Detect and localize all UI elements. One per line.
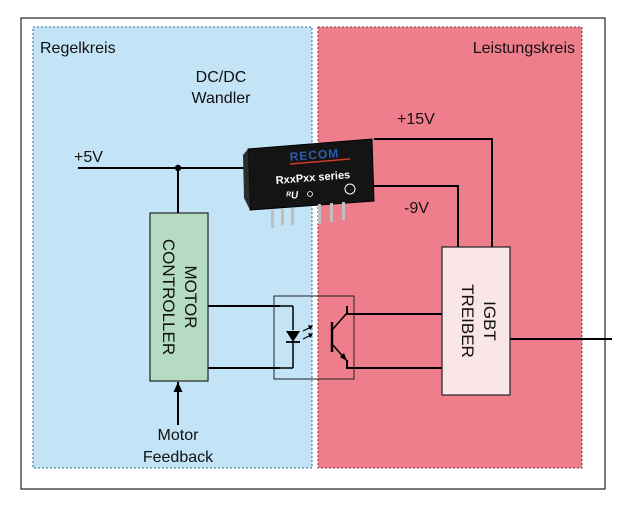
igbt-driver-line1: IGBT bbox=[480, 301, 499, 341]
motor-controller-line2: CONTROLLER bbox=[159, 239, 178, 355]
converter-pin bbox=[330, 203, 333, 222]
converter-series-label: RxxPxx series bbox=[275, 169, 350, 187]
converter-title-line1: DC/DC bbox=[196, 69, 247, 86]
igbt-driver-block bbox=[441, 246, 511, 396]
converter-pin bbox=[271, 210, 274, 228]
optocoupler-emitter-wire bbox=[346, 360, 442, 369]
feedback-label-line2: Feedback bbox=[143, 449, 214, 466]
ul-cert-mark: ᴿU bbox=[285, 190, 299, 202]
motor-controller-block bbox=[149, 212, 209, 382]
igbt-driver-label: IGBT TREIBER bbox=[458, 284, 499, 358]
feedback-label-line1: Motor bbox=[158, 427, 200, 444]
dcdc-converter-module: RECOM RxxPxx series ᴿU bbox=[243, 138, 375, 228]
registered-mark-icon bbox=[307, 191, 313, 197]
control-circuit-label: Regelkreis bbox=[40, 40, 116, 57]
recom-logo-underline bbox=[289, 158, 351, 165]
plus15v-wire bbox=[374, 138, 493, 247]
minus9v-label: -9V bbox=[404, 200, 429, 217]
motor-controller-line1: MOTOR bbox=[181, 266, 200, 329]
power-circuit-label: Leistungskreis bbox=[473, 40, 575, 57]
phototransistor-icon bbox=[330, 312, 348, 362]
minus9v-wire bbox=[374, 185, 459, 247]
igbt-driver-line2: TREIBER bbox=[458, 284, 477, 358]
recom-logo: RECOM bbox=[289, 146, 340, 164]
cert-circle-icon bbox=[344, 183, 356, 195]
junction-dot bbox=[174, 164, 182, 172]
converter-pin bbox=[342, 202, 345, 220]
converter-pin bbox=[281, 209, 284, 225]
feedback-arrow-icon bbox=[173, 382, 183, 392]
plus15v-label: +15V bbox=[397, 111, 435, 128]
led-diode-icon bbox=[280, 305, 313, 369]
converter-pin bbox=[291, 208, 294, 225]
plus5v-label: +5V bbox=[74, 149, 103, 166]
optocoupler-package bbox=[273, 295, 355, 380]
converter-pin bbox=[318, 204, 321, 224]
motor-controller-label: MOTOR CONTROLLER bbox=[159, 239, 200, 355]
converter-title-line2: Wandler bbox=[192, 90, 252, 107]
